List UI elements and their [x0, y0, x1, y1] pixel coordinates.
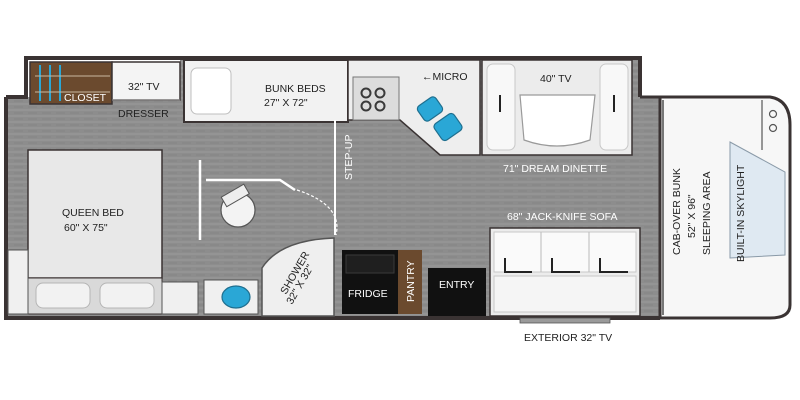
queen-bed — [27, 149, 163, 279]
exterior-walls — [4, 56, 660, 320]
label-skylight: BUILT-IN SKYLIGHT — [735, 164, 747, 262]
label-dinette: 71" DREAM DINETTE — [503, 163, 607, 175]
label-cabover-2: 52" X 96" — [686, 194, 698, 238]
label-step-up: STEP-UP — [343, 134, 355, 180]
built-in-skylight — [729, 141, 786, 259]
label-40-tv: 40" TV — [540, 73, 572, 85]
nightstands — [7, 249, 199, 315]
fridge — [342, 250, 398, 314]
toilet — [220, 183, 256, 228]
label-bunk-beds: BUNK BEDS — [265, 83, 326, 95]
closet — [29, 61, 113, 105]
pantry — [398, 250, 422, 314]
label-cabover-3: SLEEPING AREA — [701, 172, 713, 255]
kitchen-sink — [416, 96, 463, 142]
dresser — [111, 61, 181, 101]
cab-area — [640, 95, 792, 320]
cooktop — [360, 87, 386, 112]
label-cabover-1: CAB-OVER BUNK — [671, 168, 683, 255]
label-queen-size: 60" X 75" — [64, 222, 108, 234]
label-queen-bed: QUEEN BED — [62, 207, 124, 219]
bed-pillows — [27, 277, 163, 315]
label-pantry: PANTRY — [405, 260, 417, 302]
entry — [428, 268, 486, 316]
label-entry: ENTRY — [439, 279, 474, 291]
label-fridge: FRIDGE — [348, 288, 388, 300]
label-sofa: 68" JACK-KNIFE SOFA — [507, 211, 618, 223]
shower — [261, 237, 335, 317]
label-micro: ←MICRO — [422, 71, 468, 83]
bathroom-vanity — [203, 279, 259, 315]
label-exterior-tv: EXTERIOR 32" TV — [524, 332, 612, 344]
label-dresser: DRESSER — [118, 108, 169, 120]
label-bunk-size: 27" X 72" — [264, 97, 308, 109]
jack-knife-sofa — [489, 227, 641, 317]
label-closet: CLOSET — [64, 92, 107, 104]
label-32-tv: 32" TV — [128, 81, 160, 93]
bathroom-walls — [198, 160, 296, 240]
exterior-tv — [519, 317, 611, 324]
dream-dinette — [481, 59, 633, 156]
bunk-beds — [183, 59, 349, 123]
door-swing — [296, 189, 338, 236]
